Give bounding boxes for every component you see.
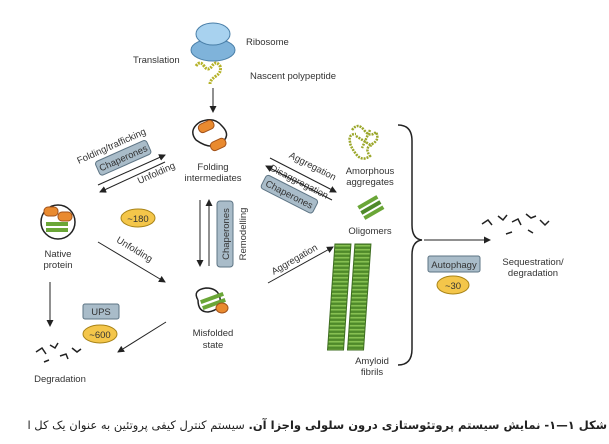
translation-label: Translation bbox=[133, 55, 180, 66]
unfolding-label-mid: Unfolding bbox=[114, 235, 154, 265]
degradation-label: Degradation bbox=[34, 374, 86, 385]
degraded-fragments-icon bbox=[35, 342, 82, 363]
arrow-misfolded-aggregation bbox=[267, 246, 334, 284]
native-label-1: Native bbox=[45, 249, 72, 260]
misfolded-label-1: Misfolded bbox=[193, 328, 234, 339]
arrow-folding bbox=[97, 154, 166, 186]
sequestration-label-1: Sequestration/ bbox=[502, 257, 564, 268]
oligomers-icon bbox=[357, 195, 385, 220]
misfolded-state-icon bbox=[195, 287, 229, 314]
aggregation-label-bottom: Aggregation bbox=[270, 242, 320, 277]
count-600-badge bbox=[82, 324, 118, 344]
count-180-badge bbox=[120, 208, 156, 228]
folding-intermediate-icon bbox=[192, 119, 228, 152]
count-180-label: ~180 bbox=[127, 214, 148, 225]
autophagy-box bbox=[427, 255, 481, 273]
arrow-native-misfolded bbox=[97, 241, 166, 283]
nascent-label: Nascent polypeptide bbox=[250, 71, 336, 82]
ups-box bbox=[82, 303, 120, 320]
count-30-label: ~30 bbox=[445, 281, 461, 292]
brace bbox=[397, 124, 423, 366]
caption-title: شکل ۱—۱- نمایش سیستم پروتئوستازی درون سل… bbox=[248, 418, 607, 432]
autophagy-label: Autophagy bbox=[431, 260, 477, 271]
nascent-polypeptide-icon bbox=[194, 61, 222, 85]
unfolding-label-top: Unfolding bbox=[136, 160, 177, 186]
amyloid-fibrils-icon bbox=[326, 243, 372, 351]
folding-label-2: intermediates bbox=[184, 173, 241, 184]
arrow-unfolding bbox=[99, 161, 166, 193]
native-label-2: protein bbox=[43, 260, 72, 271]
native-protein-icon bbox=[40, 204, 76, 240]
remodelling-label: Remodelling bbox=[238, 208, 249, 261]
sequestration-fragments-icon bbox=[481, 213, 550, 235]
arrow-aggregation bbox=[269, 157, 337, 193]
chaperones-box-remodelling bbox=[216, 200, 234, 268]
ribosome-icon bbox=[190, 22, 236, 62]
chaperones-box-disaggregation bbox=[260, 174, 319, 214]
sequestration-label-2: degradation bbox=[508, 268, 558, 279]
oligomers-label: Oligomers bbox=[348, 226, 392, 237]
ups-label: UPS bbox=[91, 307, 111, 318]
caption-text: سیستم کنترل کیفی پروتئین به عنوان یک کل … bbox=[27, 418, 249, 432]
amorphous-aggregates-icon bbox=[348, 124, 379, 160]
folding-label-1: Folding bbox=[197, 162, 228, 173]
ribosome-label: Ribosome bbox=[246, 37, 289, 48]
count-600-label: ~600 bbox=[89, 330, 110, 341]
amyloid-label-2: fibrils bbox=[361, 367, 383, 378]
arrow-misfolded-degradation bbox=[117, 321, 167, 353]
chaperones-box-folding bbox=[95, 140, 152, 176]
amorphous-label-2: aggregates bbox=[346, 177, 394, 188]
amorphous-label-1: Amorphous bbox=[346, 166, 395, 177]
misfolded-label-2: state bbox=[203, 340, 224, 351]
amyloid-label-1: Amyloid bbox=[355, 356, 389, 367]
figure-caption: شکل ۱—۱- نمایش سیستم پروتئوستازی درون سل… bbox=[0, 418, 609, 440]
count-30-badge bbox=[436, 275, 470, 295]
arrow-disaggregation bbox=[265, 165, 333, 201]
chaperones-label-remodelling: Chaperones bbox=[221, 208, 232, 260]
